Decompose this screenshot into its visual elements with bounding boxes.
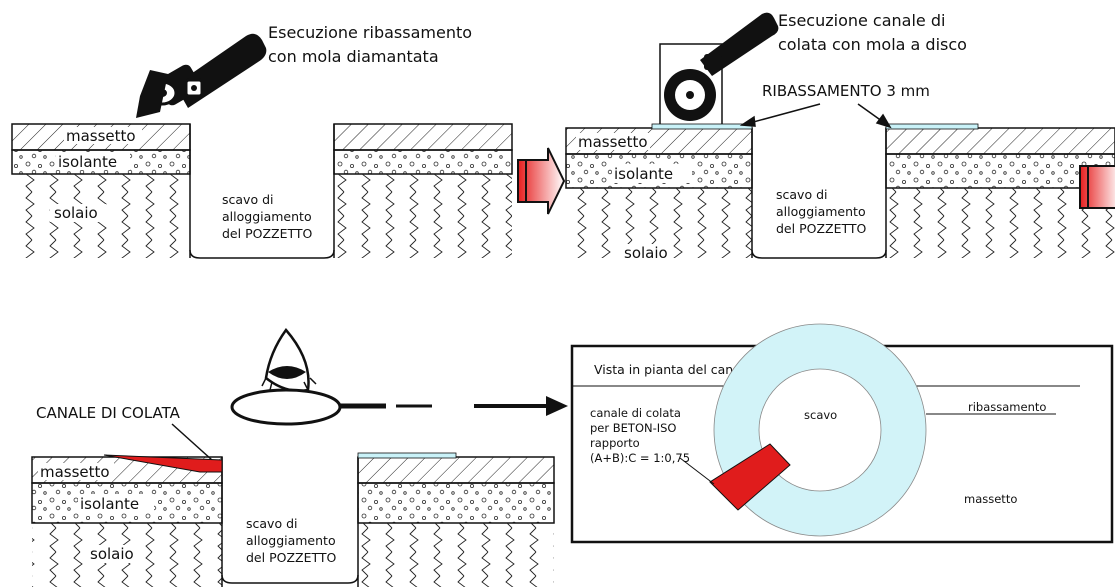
magnifier-icon [230,388,432,426]
panel-3-recess-right [357,452,457,459]
panel-1-pit-label-line1: scavo di [222,192,273,207]
recess-depth-label: RIBASSAMENTO 3 mm [762,82,930,100]
panel-2-channel-cutting: Esecuzione canale di colata con mola a d… [565,8,1115,262]
plan-note-line2: per BETON-ISO [590,421,677,435]
right-arrow-icon [474,396,568,416]
panel-2-pit-label-line1: scavo di [776,187,827,202]
recess-ring [714,324,926,536]
eye-icon [261,327,317,392]
plan-note-line4: (A+B):C = 1:0,75 [590,451,690,465]
pour-channel-pointer [171,423,213,461]
panel-1-recess-grinding: Esecuzione ribassamento con mola diamant… [11,23,513,259]
panel-2-recess-right [885,123,979,130]
panel-3-floor-right [357,456,555,587]
panel-1-caption-line2: con mola diamantata [268,47,439,66]
plan-pour-channel [709,443,791,511]
plan-center-label: scavo [804,408,837,422]
pit-outline [758,368,882,492]
panel-3-pit-label-line2: alloggiamento [246,533,336,548]
panel-2-floor-right [885,127,1115,258]
right-arrow-icon [517,147,566,215]
panel-2-caption-line2: colata con mola a disco [778,35,967,54]
panel-3-screed-label: massetto [40,463,110,481]
panel-2-recess-left [651,123,753,130]
panel-3-insulation-label: isolante [80,495,139,513]
pour-channel-title: CANALE DI COLATA [36,404,181,422]
pour-channel-wedge [103,454,223,473]
disc-grinder-icon [659,12,779,127]
panel-1-caption-line1: Esecuzione ribassamento [268,23,472,42]
panel-1-pit-label-line3: del POZZETTO [222,226,313,241]
panel-2-pit-label-line2: alloggiamento [776,204,866,219]
panel-2-pit-label-line3: del POZZETTO [776,221,867,236]
plan-outer-label: massetto [964,492,1017,506]
plan-view-box: Vista in pianta del canale di colata: sc… [570,323,1114,544]
panel-1-screed-label: massetto [66,127,136,145]
panel-3-floor-left [31,456,223,587]
panel-3-pit-outline [221,574,359,584]
panel-2-slab-label: solaio [624,244,668,262]
panel-1-pit-outline [189,249,335,259]
plan-ring-label: ribassamento [968,400,1046,414]
panel-2-screed-label: massetto [578,133,648,151]
panel-3-pit-label-line1: scavo di [246,516,297,531]
panel-3-slab-label: solaio [90,545,134,563]
panel-1-floor-right [333,123,513,258]
plan-note-line1: canale di colata [590,406,681,420]
right-arrow-icon [1079,165,1115,209]
plan-note-line3: rapporto [590,436,640,450]
panel-2-insulation-label: isolante [614,165,673,183]
panel-2-pit-outline [751,249,887,259]
angle-grinder-icon [136,33,267,118]
panel-2-caption-line1: Esecuzione canale di [778,11,945,30]
panel-1-pit-label-line2: alloggiamento [222,209,312,224]
panel-3-pit-label-line3: del POZZETTO [246,550,337,565]
panel-3-pour-channel: CANALE DI COLATA massetto isolante solai… [31,327,555,587]
panel-1-insulation-label: isolante [58,153,117,171]
note-pointer [679,457,715,485]
recess-pointer-arrows [739,103,892,129]
panel-1-floor-left [11,123,191,258]
panel-1-slab-label: solaio [54,204,98,222]
